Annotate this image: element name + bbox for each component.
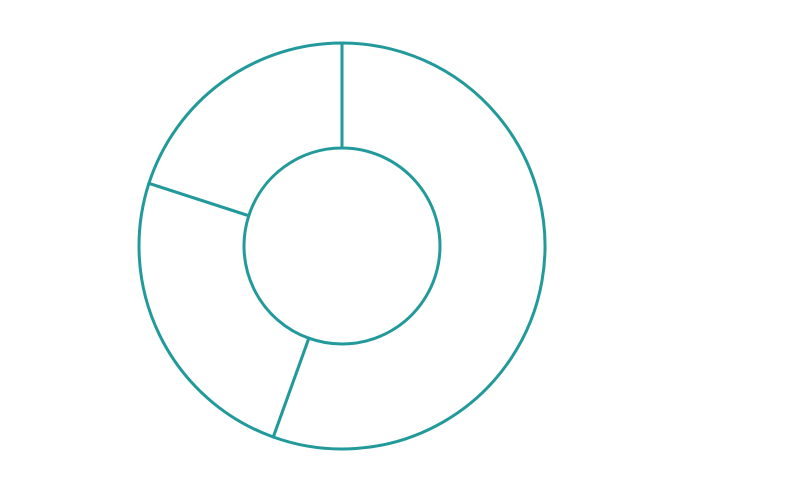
donut-slice-1 [271,41,547,451]
donut-slices [137,41,547,451]
donut-slice-3 [147,41,344,218]
donut-slice-2 [137,181,311,439]
